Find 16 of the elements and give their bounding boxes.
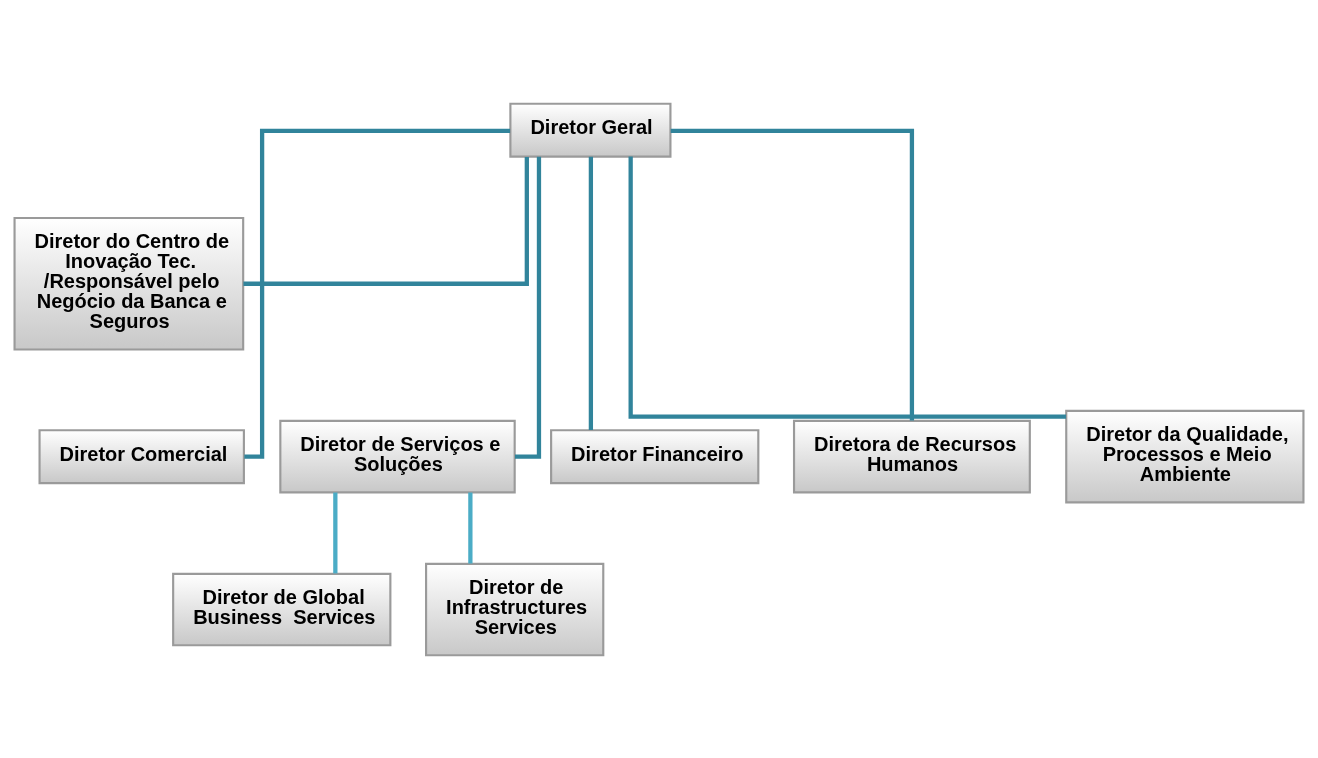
node-box: Diretor Geral: [509, 102, 672, 158]
node-box: Diretor de Global Business Services: [172, 572, 392, 646]
node-box: Diretor Comercial: [38, 428, 245, 484]
connector: [588, 156, 594, 430]
connector: [243, 156, 529, 286]
connector: [628, 156, 1066, 419]
connector: [333, 492, 338, 573]
node-box: Diretor de Infrastructures Services: [425, 562, 605, 656]
connector: [670, 128, 915, 421]
node-box: Diretora de Recursos Humanos: [792, 419, 1031, 493]
node-box: Diretor da Qualidade, Processos e Meio Ambiente: [1065, 409, 1305, 503]
node-box: Diretor do Centro de Inovação Tec. /Responsável pelo Negócio da Banca e Seguros: [13, 216, 245, 351]
node-box: Diretor Financeiro: [550, 428, 760, 484]
connector: [244, 128, 511, 459]
connector: [468, 492, 473, 563]
node-box: Diretor de Serviços e Soluções: [279, 419, 516, 493]
